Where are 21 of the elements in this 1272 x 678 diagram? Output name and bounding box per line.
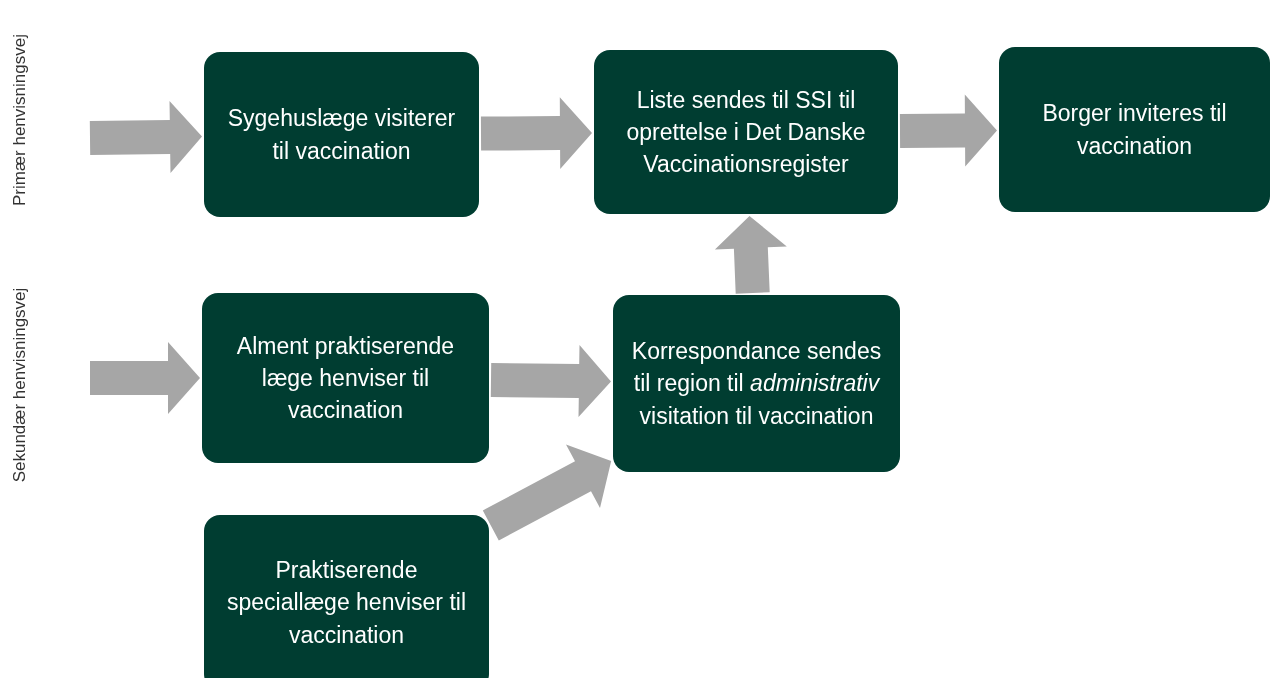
box-text: Korrespondance sendes til region til administrativ visitation til vaccination xyxy=(630,337,883,431)
block-arrow xyxy=(490,345,611,418)
box-text: Praktiserende speciallæge henviser til vaccination xyxy=(225,556,468,650)
block-arrow xyxy=(899,94,997,167)
block-arrow xyxy=(480,97,592,170)
row-label: Primær henvisningsvej xyxy=(10,34,30,206)
process-box xyxy=(202,293,489,463)
process-box xyxy=(594,50,898,214)
process-box xyxy=(999,47,1270,212)
box-text: Borger inviteres til vaccination xyxy=(1041,99,1228,161)
block-arrow xyxy=(482,444,612,541)
process-box xyxy=(204,52,479,217)
block-arrow xyxy=(89,100,202,173)
process-box xyxy=(204,515,489,678)
block-arrow xyxy=(714,216,787,294)
row-label: Sekundær henvisningsvej xyxy=(10,287,30,483)
box-text: Liste sendes til SSI til oprettelse i Det Danske Vaccinationsregister xyxy=(625,85,867,180)
block-arrow xyxy=(90,342,200,414)
box-text: Alment praktiserende læge henviser til vaccination xyxy=(235,331,456,426)
box-text: Sygehuslæge visiterer til vaccination xyxy=(226,104,457,166)
process-box xyxy=(613,295,900,472)
